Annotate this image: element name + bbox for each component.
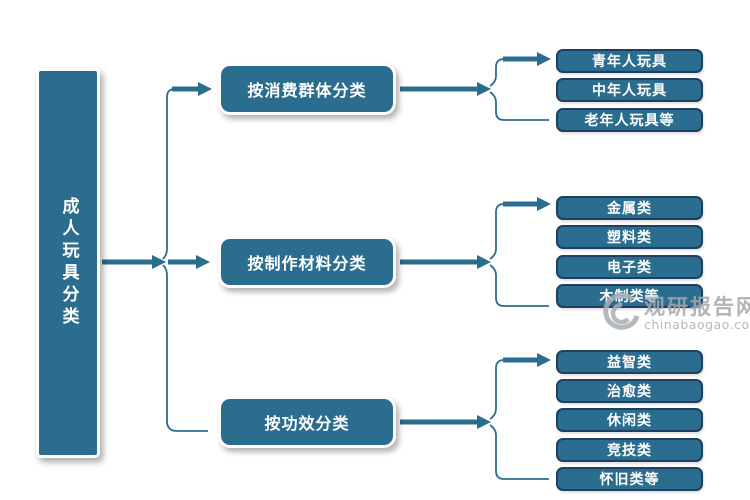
leaf-elderly-toys: 老年人玩具等 <box>556 108 703 132</box>
trunk-connector <box>102 82 212 432</box>
leaf-label: 竞技类 <box>607 443 652 459</box>
leaf-label: 青年人玩具 <box>592 54 667 70</box>
leaf-competitive: 竞技类 <box>556 438 703 462</box>
leaf-nostalgic: 怀旧类等 <box>556 467 703 491</box>
leaf-label: 塑料类 <box>607 230 652 246</box>
root-node: 成人玩具分类 <box>36 68 100 458</box>
root-label: 成人玩具分类 <box>58 197 79 329</box>
branch-function: 按功效分类 <box>218 396 396 448</box>
branch-label: 按制作材料分类 <box>247 254 367 273</box>
leaf-label: 治愈类 <box>607 384 652 400</box>
leaf-label: 中年人玩具 <box>592 83 667 99</box>
leaf-puzzle: 益智类 <box>556 350 703 374</box>
leaf-label: 金属类 <box>607 201 652 217</box>
branch-consumer-group: 按消费群体分类 <box>218 63 396 115</box>
swirl-logo-icon <box>603 293 640 330</box>
leaf-label: 休闲类 <box>607 413 652 429</box>
watermark-text: 观研报告网 chinabaogao.com <box>644 294 750 333</box>
leaf-leisure: 休闲类 <box>556 408 703 432</box>
branch-label: 按消费群体分类 <box>247 81 367 100</box>
branch-label: 按功效分类 <box>264 414 350 433</box>
leaf-label: 怀旧类等 <box>599 472 660 488</box>
branch3-connector <box>400 353 551 480</box>
leaf-plastic: 塑料类 <box>556 225 703 249</box>
leaf-metal: 金属类 <box>556 196 703 220</box>
watermark: 观研报告网 chinabaogao.com <box>599 293 750 335</box>
leaf-healing: 治愈类 <box>556 379 703 403</box>
watermark-domain: chinabaogao.com <box>644 317 750 333</box>
branch1-connector <box>400 52 551 121</box>
branch2-connector <box>400 197 551 307</box>
leaf-label: 老年人玩具等 <box>584 113 675 129</box>
watermark-name: 观研报告网 <box>644 294 750 320</box>
leaf-young-people-toys: 青年人玩具 <box>556 49 703 73</box>
leaf-middle-aged-toys: 中年人玩具 <box>556 78 703 102</box>
leaf-electronic: 电子类 <box>556 255 703 279</box>
branch-material: 按制作材料分类 <box>218 236 396 288</box>
leaf-label: 益智类 <box>607 355 652 371</box>
leaf-label: 电子类 <box>607 260 652 276</box>
